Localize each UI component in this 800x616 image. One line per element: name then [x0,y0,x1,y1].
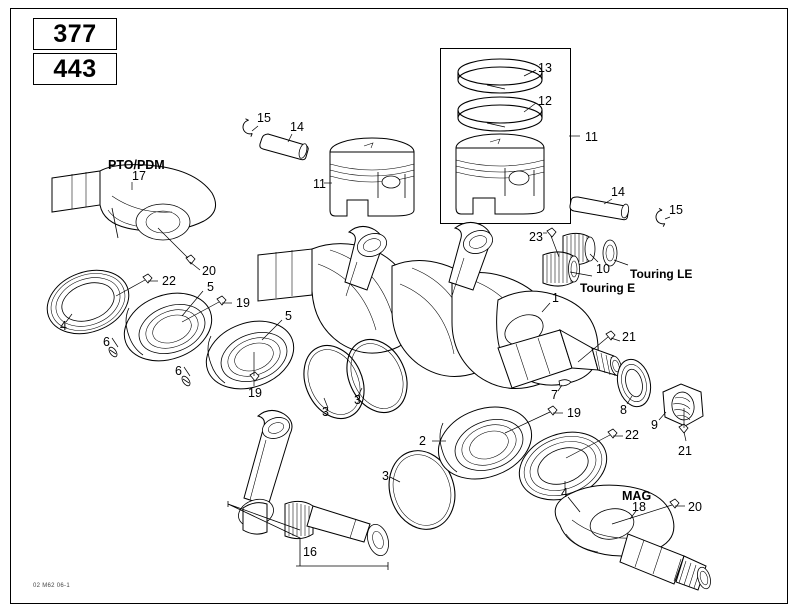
callout-number: 3 [322,405,329,419]
callout-number: 19 [567,406,581,420]
callout-number: 19 [236,296,250,310]
label-mag: MAG [622,489,652,503]
callout-number: 22 [162,274,176,288]
callout-number: 13 [538,61,552,75]
callout-number: 1 [552,291,559,305]
callout-number: 12 [538,94,552,108]
callout-number: 7 [551,388,558,402]
callout-number: 5 [285,309,292,323]
callout-number: 6 [175,364,182,378]
callout-number: 9 [651,418,658,432]
callout-number: 11 [585,130,598,144]
callout-number: 14 [611,185,625,199]
callout-number: 19 [248,386,262,400]
callout-number: 4 [60,319,67,333]
callout-number: 4 [561,486,568,500]
drawing-code: 02 M62 06-1 [33,583,70,589]
model-code-443: 443 [33,53,117,85]
callout-number: 20 [688,500,702,514]
callout-number: 3 [382,469,389,483]
callout-number: 18 [632,500,646,514]
callout-number: 6 [103,335,110,349]
label-touring-le: Touring LE [630,267,693,281]
callout-number: 2 [419,434,426,448]
callout-number: 21 [678,444,692,458]
model-code-377: 377 [33,18,117,50]
callout-number: 17 [132,169,146,183]
callout-number: 3 [354,393,361,407]
callout-number: 22 [625,428,639,442]
callout-number: 20 [202,264,216,278]
label-touring-e: Touring E [580,281,636,295]
diagram-border [10,8,788,604]
callout-number: 8 [620,403,627,417]
callout-number: 14 [290,120,304,134]
callout-number: 5 [207,280,214,294]
callout-number: 16 [303,545,317,559]
callout-number: 11 [313,177,326,191]
callout-number: 23 [529,230,543,244]
callout-number: 15 [257,111,271,125]
callout-number: 15 [669,203,683,217]
callout-number: 21 [622,330,636,344]
callout-number: 10 [596,262,610,276]
label-pto-pdm: PTO/PDM [108,158,165,172]
